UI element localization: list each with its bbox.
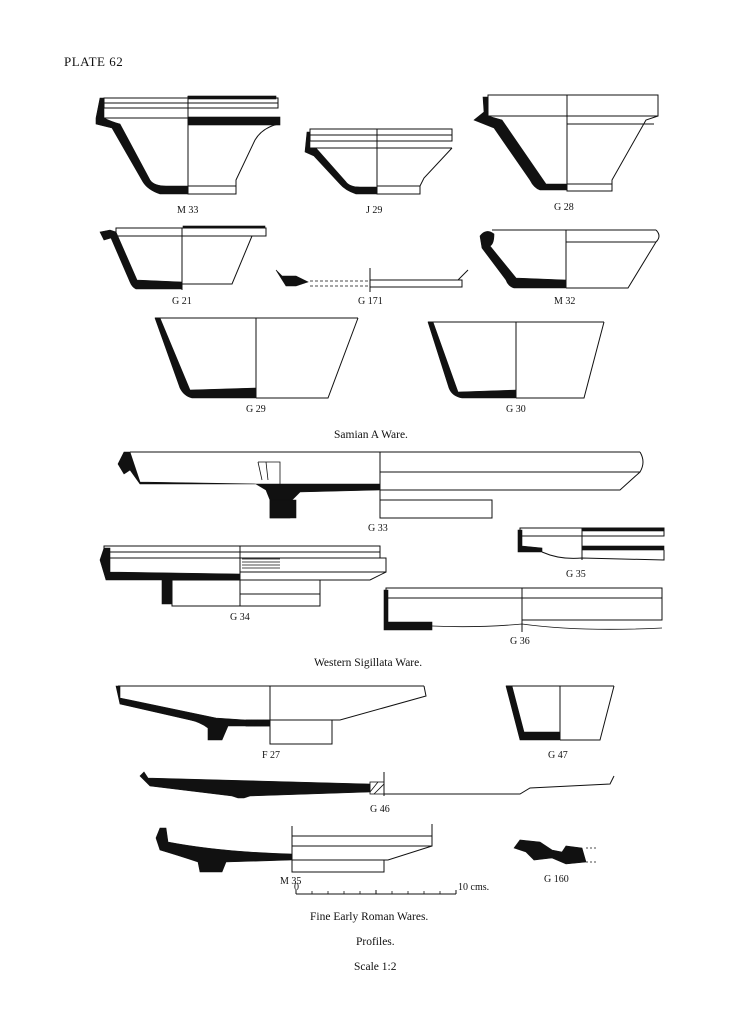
label-g28: G 28	[554, 202, 574, 213]
vessel-g171	[275, 268, 469, 292]
vessel-j29	[304, 128, 453, 195]
vessel-g46	[139, 771, 615, 799]
vessel-g28	[473, 94, 659, 192]
vessel-m35	[155, 824, 433, 873]
label-g33: G 33	[368, 523, 388, 534]
label-g34: G 34	[230, 612, 250, 623]
vessel-g36	[383, 587, 663, 632]
vessel-f27	[115, 685, 427, 745]
label-m33: M 33	[177, 205, 198, 216]
vessel-m33	[95, 95, 281, 195]
label-g30: G 30	[506, 404, 526, 415]
scale-zero-label: 0	[294, 882, 299, 893]
label-g29: G 29	[246, 404, 266, 415]
label-g47: G 47	[548, 750, 568, 761]
vessel-g47	[505, 685, 615, 741]
label-g35: G 35	[566, 569, 586, 580]
scale-end-label: 10 cms.	[458, 882, 489, 893]
vessel-g35	[517, 527, 665, 561]
plate-title: PLATE 62	[64, 54, 124, 69]
label-g36: G 36	[510, 636, 530, 647]
label-g171: G 171	[358, 296, 383, 307]
footer-scale: Scale 1:2	[354, 961, 397, 973]
label-f27: F 27	[262, 750, 280, 761]
section-fine: Fine Early Roman Wares.	[310, 911, 428, 923]
vessel-g29	[154, 317, 359, 399]
label-j29: J 29	[366, 205, 382, 216]
vessel-g33	[117, 451, 644, 519]
label-g160: G 160	[544, 874, 569, 885]
label-g46: G 46	[370, 804, 390, 815]
scale-bar: 0 10 cms.	[294, 882, 489, 895]
vessel-g21	[99, 225, 267, 290]
label-g21: G 21	[172, 296, 192, 307]
vessel-g160	[513, 839, 596, 865]
vessel-g34	[99, 545, 387, 607]
label-m32: M 32	[554, 296, 575, 307]
label-m35: M 35	[280, 876, 301, 887]
section-western: Western Sigillata Ware.	[314, 657, 422, 669]
vessel-m32	[479, 229, 660, 289]
footer-profiles: Profiles.	[356, 936, 395, 948]
vessel-g30	[427, 321, 605, 399]
section-samian: Samian A Ware.	[334, 429, 408, 441]
